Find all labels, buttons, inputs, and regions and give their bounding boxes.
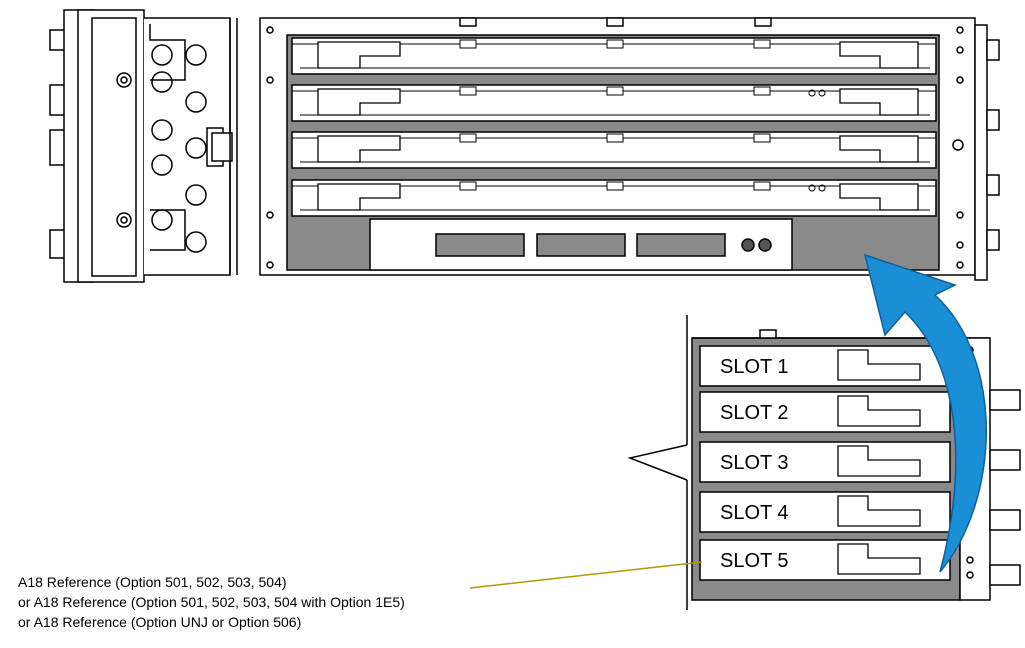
- slot-5: SLOT 5: [699, 539, 951, 581]
- chassis-board-3: [291, 131, 937, 169]
- reference-board-front: [369, 218, 793, 271]
- caption-leader-line: [469, 561, 703, 589]
- slot-3-label: SLOT 3: [720, 452, 789, 474]
- caption-line-2: or A18 Reference (Option 501, 502, 503, …: [18, 594, 405, 610]
- chassis-boards: [291, 37, 937, 217]
- slot-3: SLOT 3: [699, 441, 951, 483]
- slot-2-label: SLOT 2: [720, 402, 789, 424]
- right-connectors: [952, 24, 1000, 281]
- chassis-board-4: [291, 179, 937, 217]
- chassis-board-1: [291, 37, 937, 75]
- insertion-arrow-icon: [863, 253, 987, 573]
- slot-4: SLOT 4: [699, 491, 951, 533]
- left-end-cap: [49, 9, 238, 283]
- slot-1-label: SLOT 1: [720, 356, 789, 378]
- slot-5-label: SLOT 5: [720, 550, 789, 572]
- caption-line-1: A18 Reference (Option 501, 502, 503, 504…: [18, 574, 287, 590]
- slot-2: SLOT 2: [699, 391, 951, 433]
- slot-4-label: SLOT 4: [720, 502, 789, 524]
- chassis-board-2: [291, 84, 937, 122]
- slot-list: SLOT 1 SLOT 2 SLOT 3 SLOT 4 SLOT 5: [699, 345, 951, 581]
- caption-line-3: or A18 Reference (Option UNJ or Option 5…: [18, 614, 302, 630]
- slot-1: SLOT 1: [699, 345, 951, 387]
- reference-caption: A18 Reference (Option 501, 502, 503, 504…: [18, 572, 405, 632]
